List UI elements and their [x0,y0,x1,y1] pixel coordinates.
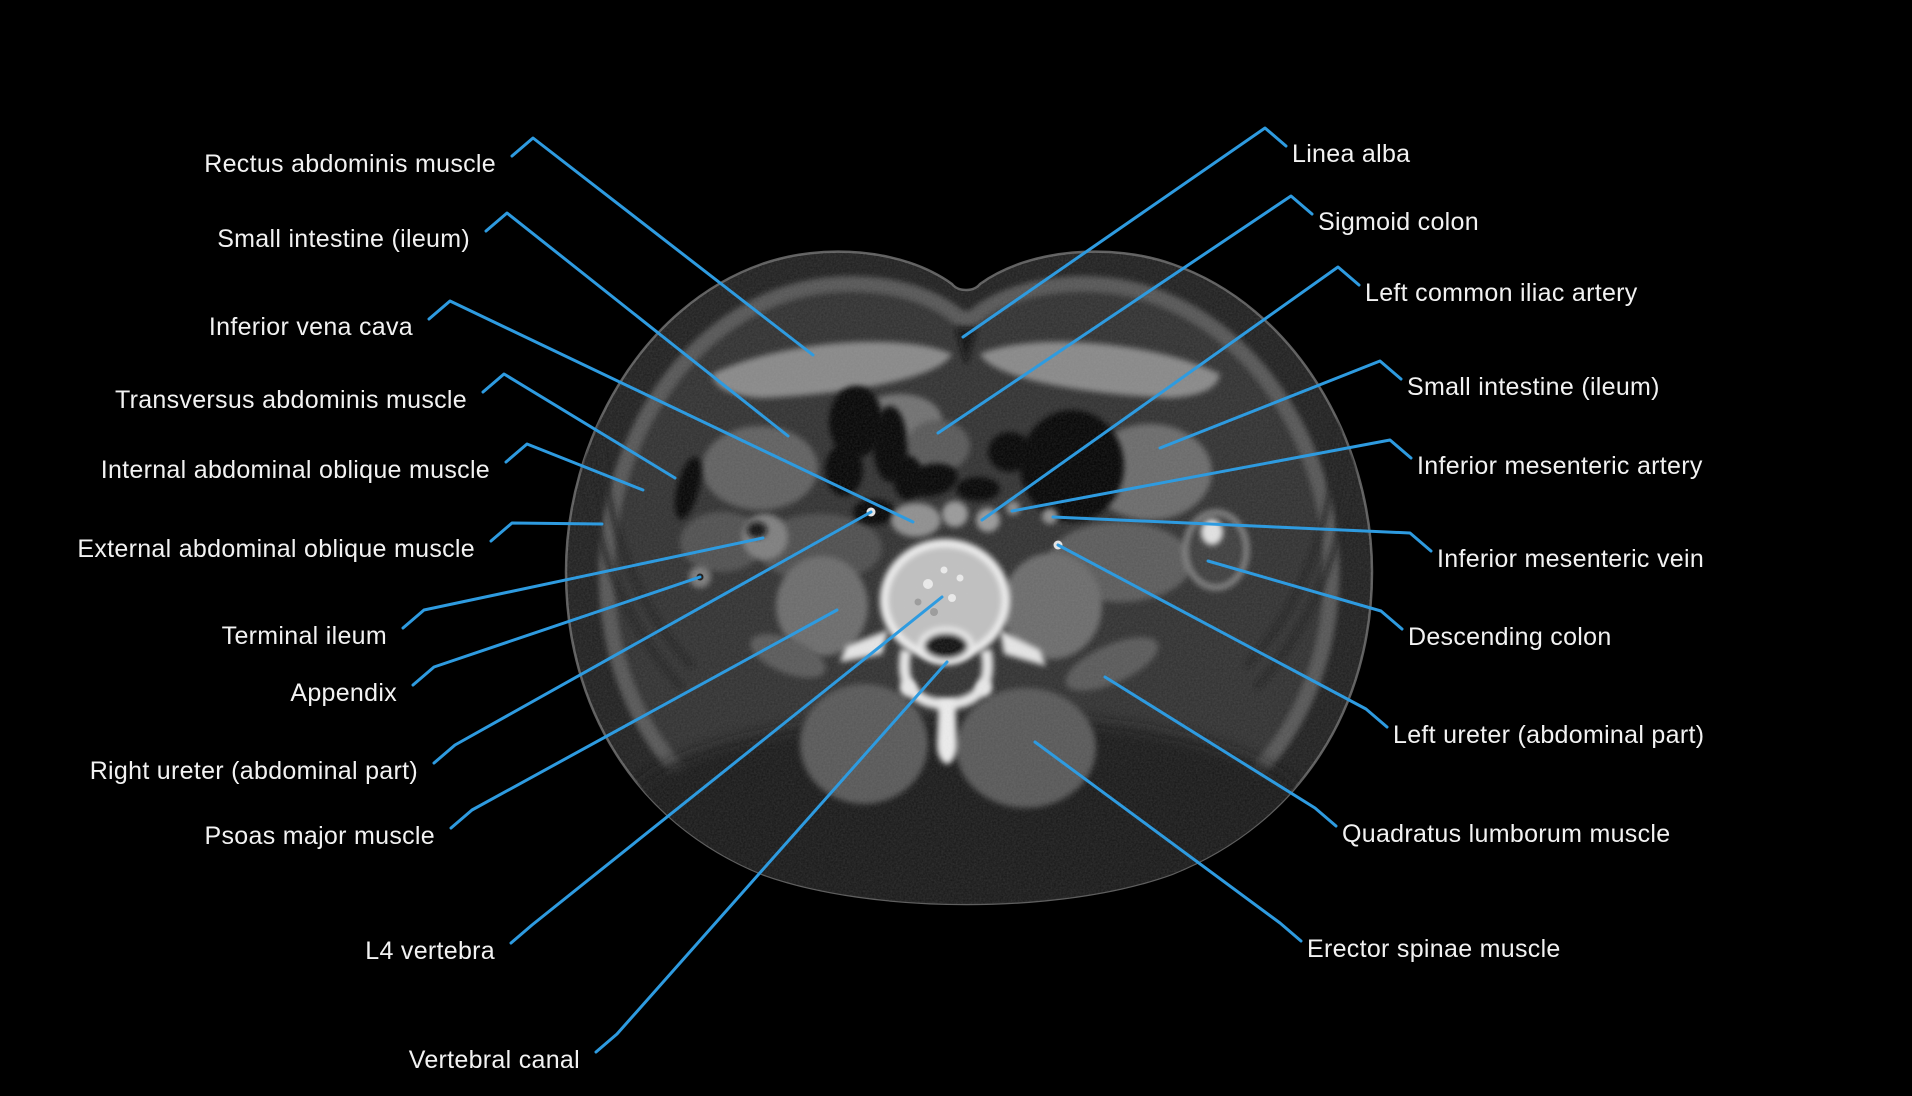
leader-line [980,265,1361,522]
leader-line [1033,740,1303,943]
leader-line [961,126,1288,339]
leader-line [1051,515,1433,553]
leader-line [449,608,839,830]
leader-line [1010,438,1413,513]
leader-line [594,660,949,1054]
leader-line [427,299,915,524]
leader-line [936,194,1314,435]
leader-line [504,442,645,492]
leader-line [484,211,790,438]
leader-line [1158,359,1403,450]
leader-line [509,595,944,945]
leader-line [489,521,604,543]
leader-line [510,136,815,357]
leader-line [481,372,677,480]
leader-line [432,510,873,765]
leader-line [1056,543,1389,729]
leader-line [1103,675,1338,828]
leader-line [401,536,765,630]
leader-line [1206,559,1404,631]
leader-line [411,575,702,687]
